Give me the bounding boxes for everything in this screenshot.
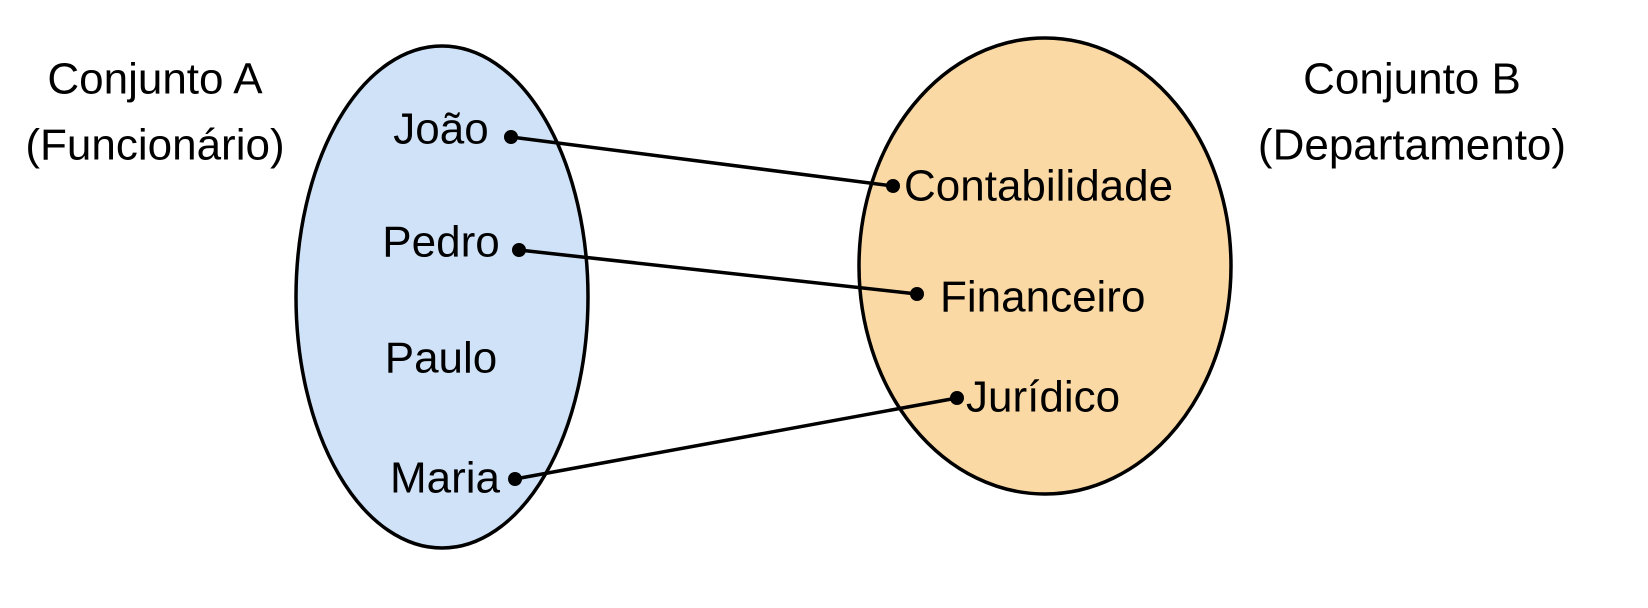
- mapping-maria-juridico: [508, 391, 964, 486]
- mapping-start-dot: [508, 472, 522, 486]
- mapping-joao-contabilidade: [504, 130, 900, 193]
- mapping-line: [518, 248, 918, 296]
- set-b-subtitle: (Departamento): [1258, 121, 1566, 170]
- set-b-member-contabilidade: Contabilidade: [904, 162, 1173, 211]
- set-a-member-pedro: Pedro: [382, 218, 499, 267]
- mapping-end-dot: [950, 391, 964, 405]
- set-a-member-paulo: Paulo: [385, 334, 498, 383]
- set-a-subtitle: (Funcionário): [25, 121, 284, 170]
- mapping-start-dot: [512, 243, 526, 257]
- mapping-end-dot: [886, 179, 900, 193]
- mapping-start-dot: [504, 130, 518, 144]
- mapping-line: [514, 396, 958, 481]
- set-a-member-joao: João: [393, 105, 488, 154]
- set-b-member-juridico: Jurídico: [966, 373, 1120, 422]
- set-b-ellipse: [857, 36, 1233, 496]
- set-b-member-financeiro: Financeiro: [940, 273, 1145, 322]
- mapping-pedro-financeiro: [512, 243, 924, 301]
- set-b-title: Conjunto B: [1303, 55, 1521, 104]
- mapping-end-dot: [910, 287, 924, 301]
- set-a-ellipse: [294, 44, 590, 550]
- set-a-title: Conjunto A: [47, 55, 263, 104]
- set-a-member-maria: Maria: [390, 454, 501, 503]
- mapping-line: [510, 135, 894, 188]
